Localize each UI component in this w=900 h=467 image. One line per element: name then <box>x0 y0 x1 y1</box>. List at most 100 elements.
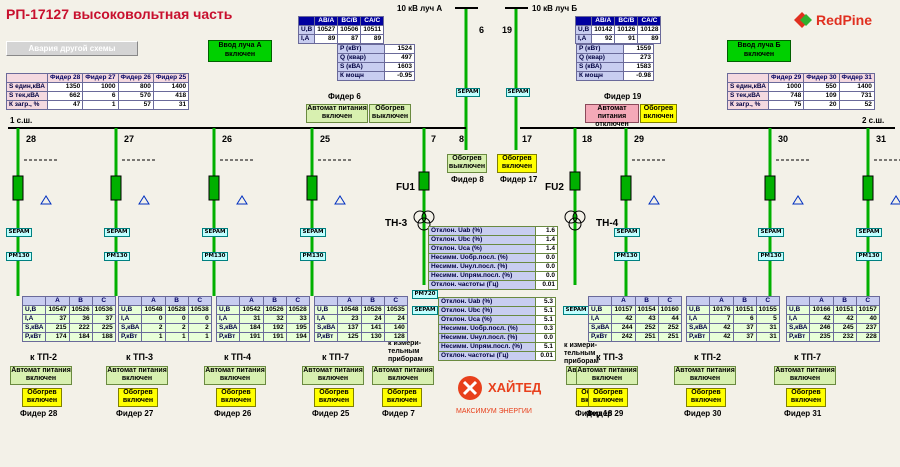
hayted-name: ХАЙТЕД <box>488 380 542 395</box>
redpine-logo: RedPine <box>790 6 890 36</box>
bus-2-label: 2 с.ш. <box>862 116 885 125</box>
pm130-tag: PM130 <box>6 252 32 261</box>
bay-heat[interactable]: Обогрев включен <box>22 388 62 407</box>
bay-num: 27 <box>124 134 135 144</box>
bus-1-label: 1 с.ш. <box>10 116 33 125</box>
earth-icon <box>334 195 346 205</box>
bay-auto[interactable]: Автомат питания включен <box>302 366 364 385</box>
earth-icon <box>890 195 900 205</box>
sepam-tag-6: SEPAM <box>456 88 480 97</box>
quality-row: Отклон. Uca (%)1.4 <box>427 244 558 254</box>
feeder-6-label: Фидер 6 <box>328 92 361 101</box>
bay-num: 28 <box>26 134 37 144</box>
pm130-tag: PM130 <box>202 252 228 261</box>
bay-heat[interactable]: Обогрев включен <box>786 388 826 407</box>
feeder-19-auto[interactable]: Автомат питания отключен <box>585 104 639 128</box>
feeder-6-auto[interactable]: Автомат питания включен <box>306 104 368 123</box>
pm130-tag: PM130 <box>758 252 784 261</box>
breaker-icon[interactable] <box>12 175 24 201</box>
bay-auto[interactable]: Автомат питания включен <box>576 366 638 385</box>
bay-auto[interactable]: Автомат питания включен <box>204 366 266 385</box>
bay-feeder-label: Фидер 29 <box>586 409 624 418</box>
quality-row: Отклон. частоты (Гц)0.01 <box>427 280 558 290</box>
bay-destination: к ТП-3 <box>596 352 623 362</box>
bay-feeder-label: Фидер 27 <box>116 409 154 418</box>
bay-auto[interactable]: Автомат питания включен <box>774 366 836 385</box>
quality-row: Отклон. Uab (%)5.3 <box>437 297 556 307</box>
feeder-8-heat[interactable]: Обогрев выключен <box>447 154 487 173</box>
brand-name: RedPine <box>816 12 873 28</box>
breaker-icon[interactable] <box>306 175 318 201</box>
earth-icon <box>236 195 248 205</box>
feeder-7-heat[interactable]: Обогрев включен <box>382 388 422 407</box>
bay-auto[interactable]: Автомат питания включен <box>674 366 736 385</box>
breaker-icon[interactable] <box>862 175 874 201</box>
bay-feeder-label: Фидер 31 <box>784 409 822 418</box>
input-a-power: P (кВт)1524 Q (квар)497 S (кВА)1603 К мо… <box>337 44 416 81</box>
breaker-icon[interactable] <box>208 175 220 201</box>
bay-heat[interactable]: Обогрев включен <box>314 388 354 407</box>
sepam-tag: SEPAM <box>614 228 640 237</box>
bay-num: 31 <box>876 134 887 144</box>
bay-num: 29 <box>634 134 645 144</box>
quality-row: Несимм. Uпрям.посл. (%)5.1 <box>437 342 556 352</box>
bay-8-num: 8 <box>459 134 465 144</box>
quality-row: Отклон. Ubc (%)5.1 <box>437 306 556 316</box>
input-a-status[interactable]: Ввод луча А включен <box>208 40 272 62</box>
feeder-18-label: Фидер 18 <box>575 409 613 418</box>
breaker-icon[interactable] <box>110 175 122 201</box>
bay-heat[interactable]: Обогрев включен <box>686 388 726 407</box>
sepam-tag: SEPAM <box>104 228 130 237</box>
quality-row: Отклон. частоты (Гц)0.01 <box>437 351 556 361</box>
bay-heat[interactable]: Обогрев включен <box>118 388 158 407</box>
quality-row: Отклон. Ubc (%)1.4 <box>427 235 558 245</box>
bay-18-num: 18 <box>582 134 593 144</box>
feeder-6-heat[interactable]: Обогрев выключен <box>369 104 411 123</box>
sepam-tag: SEPAM <box>202 228 228 237</box>
bay-feeder-label: Фидер 28 <box>20 409 58 418</box>
breaker-icon[interactable] <box>620 175 632 201</box>
bay-num: 26 <box>222 134 233 144</box>
bay-feeder-label: Фидер 26 <box>214 409 252 418</box>
redpine-mark-icon <box>794 12 812 28</box>
pm130-tag: PM130 <box>300 252 326 261</box>
bay-destination: к ТП-7 <box>322 352 349 362</box>
earth-icon <box>138 195 150 205</box>
sepam-tag: SEPAM <box>856 228 882 237</box>
th4-label: ТН-4 <box>596 218 619 229</box>
bay-destination: к ТП-4 <box>224 352 251 362</box>
input-b-power: P (кВт)1559 Q (квар)273 S (кВА)1583 К мо… <box>576 44 655 81</box>
alarm-other-scheme-button[interactable]: Авария другой схемы <box>6 41 138 56</box>
feeder-7-auto[interactable]: Автомат питания включен <box>372 366 434 385</box>
quality-row: Несимм. Uобр.посл. (%)0.0 <box>427 253 558 263</box>
bay-heat[interactable]: Обогрев включен <box>216 388 256 407</box>
pm130-tag: PM130 <box>856 252 882 261</box>
bay-auto[interactable]: Автомат питания включен <box>106 366 168 385</box>
quality-row: Отклон. Uab (%)1.6 <box>427 226 558 236</box>
feeder-19-heat[interactable]: Обогрев включен <box>640 104 677 123</box>
fu1-label: FU1 <box>396 182 415 193</box>
input-b-status[interactable]: Ввод луча Б включен <box>727 40 791 62</box>
sepam-tag: SEPAM <box>300 228 326 237</box>
feeder-17-heat[interactable]: Обогрев включен <box>497 154 537 173</box>
hayted-mark-icon <box>458 376 482 400</box>
page-title: РП-17127 высоковольтная часть <box>6 6 233 22</box>
fu2-label: FU2 <box>545 182 564 193</box>
hayted-slogan: МАКСИМУМ ЭНЕРГИИ <box>456 408 532 415</box>
pm720-tag: PM720 <box>412 290 438 299</box>
sepam-tag: SEPAM <box>758 228 784 237</box>
bay-num: 30 <box>778 134 789 144</box>
bay-auto[interactable]: Автомат питания включен <box>10 366 72 385</box>
breaker-icon[interactable] <box>764 175 776 201</box>
bay-heat[interactable]: Обогрев включен <box>588 388 628 407</box>
earth-icon <box>40 195 52 205</box>
